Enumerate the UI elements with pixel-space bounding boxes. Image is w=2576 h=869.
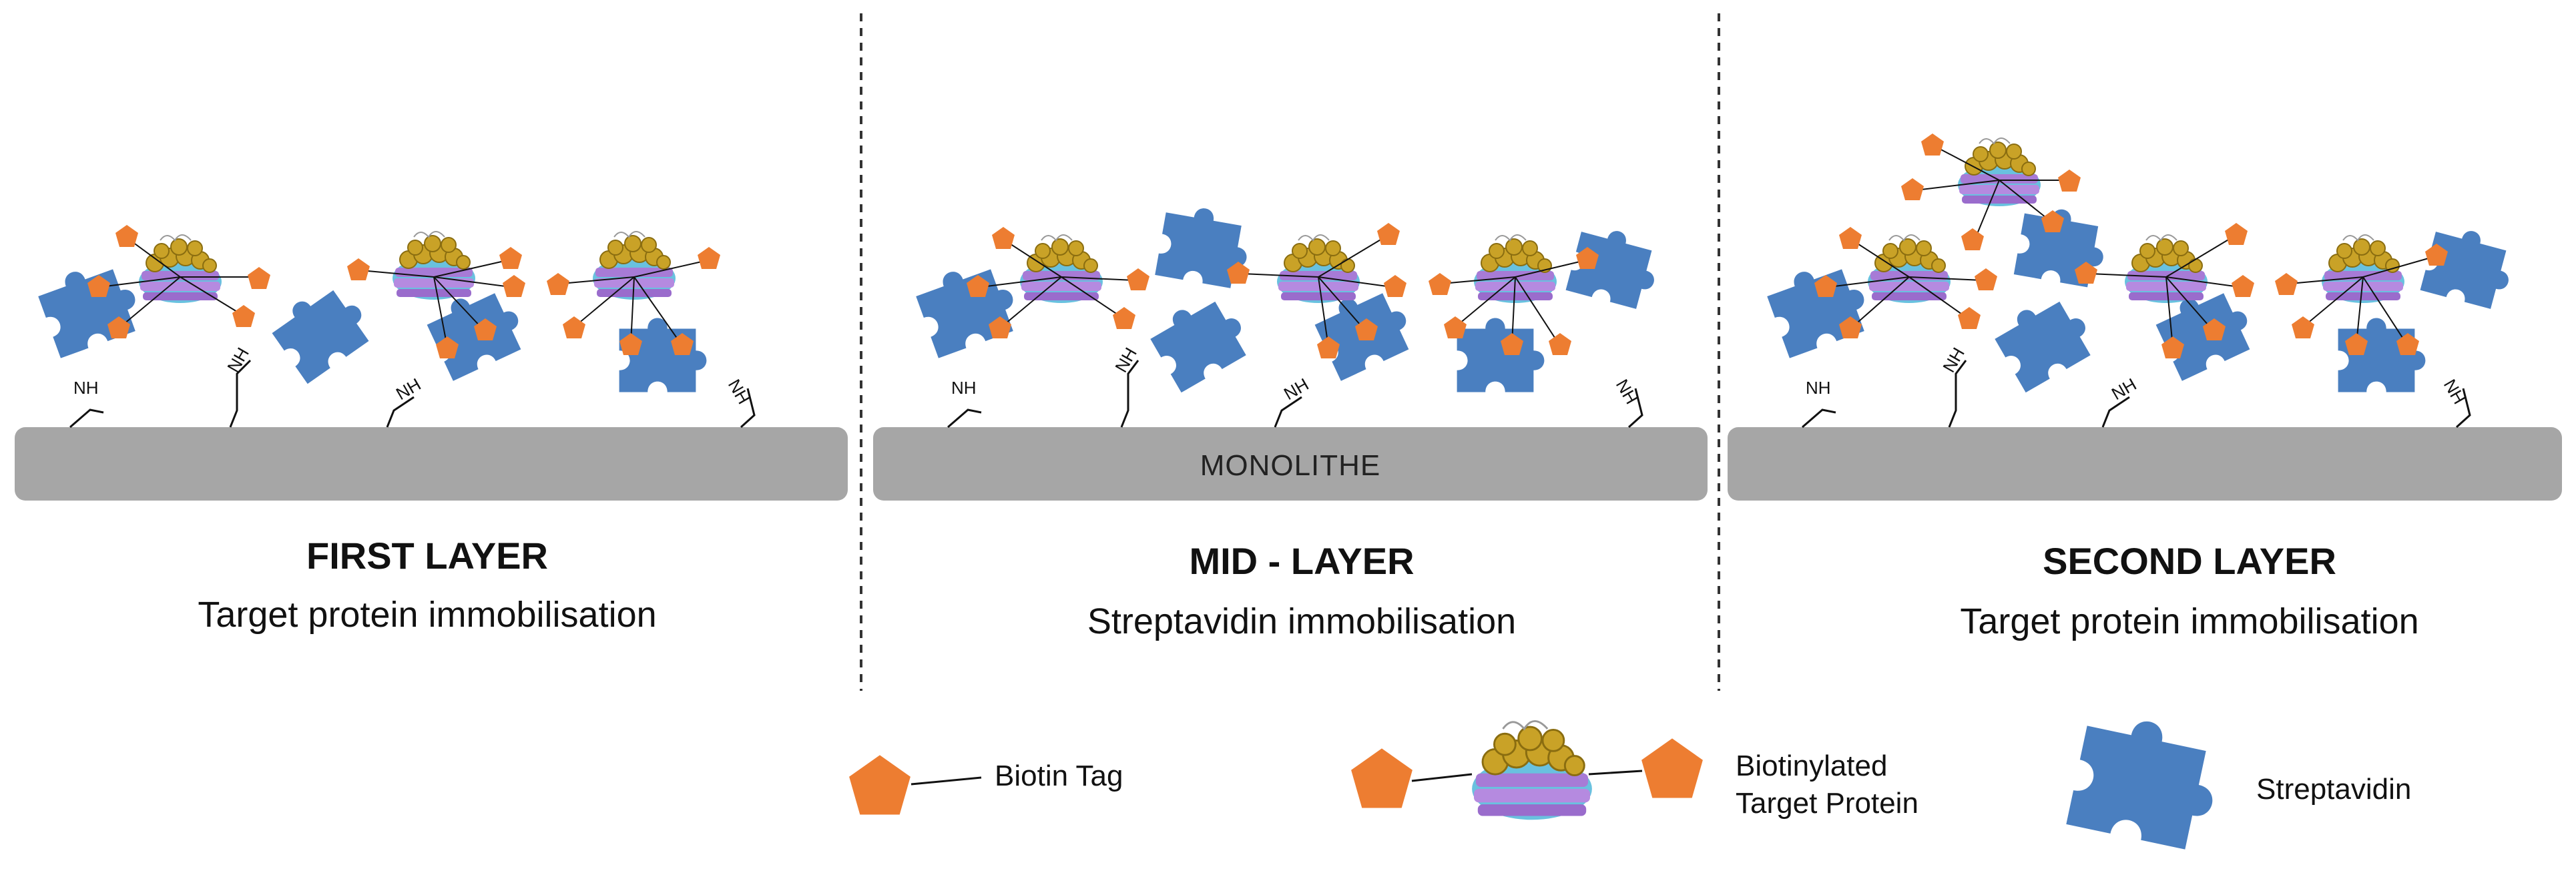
linker-chains <box>69 359 2471 428</box>
panel-1-subtitle: Target protein immobilisation <box>198 595 657 635</box>
svg-text:NH: NH <box>73 378 99 398</box>
monolith-slab-2 <box>873 427 1708 501</box>
panel-2-subtitle: Streptavidin immobilisation <box>1087 601 1517 641</box>
legend-protein-icon <box>1351 719 1703 821</box>
monolith-slab-1 <box>15 427 848 501</box>
linker-nh-labels: NH NH NH NH NH NH NH NH NH NH NH NH <box>73 344 2470 407</box>
svg-text:NH: NH <box>2440 376 2470 408</box>
svg-text:NH: NH <box>223 344 253 376</box>
legend-protein-label: Biotinylated Target Protein <box>1736 750 1918 820</box>
svg-text:NH: NH <box>1806 378 1831 398</box>
svg-text:NH: NH <box>2108 374 2140 404</box>
svg-text:NH: NH <box>724 376 754 408</box>
panel-3-subtitle: Target protein immobilisation <box>1960 601 2419 641</box>
svg-text:NH: NH <box>1939 344 1969 376</box>
panel-2-title: MID - LAYER <box>1189 540 1414 582</box>
legend-biotin-label: Biotin Tag <box>995 760 1123 792</box>
panel-1-title: FIRST LAYER <box>306 535 548 577</box>
biotin-tags <box>87 133 2448 358</box>
legend-streptavidin-label: Streptavidin <box>2256 773 2412 806</box>
monolith-slab-3 <box>1728 427 2562 501</box>
panel-3-title: SECOND LAYER <box>2043 540 2336 582</box>
svg-text:NH: NH <box>951 378 977 398</box>
svg-text:NH: NH <box>1111 344 1141 376</box>
svg-text:NH: NH <box>393 374 425 404</box>
monolith-label: MONOLITHE <box>1200 449 1381 482</box>
svg-text:NH: NH <box>1280 374 1312 404</box>
legend-streptavidin-icon <box>2066 709 2226 853</box>
legend-biotin-icon <box>849 755 982 815</box>
svg-text:NH: NH <box>1612 376 1642 408</box>
